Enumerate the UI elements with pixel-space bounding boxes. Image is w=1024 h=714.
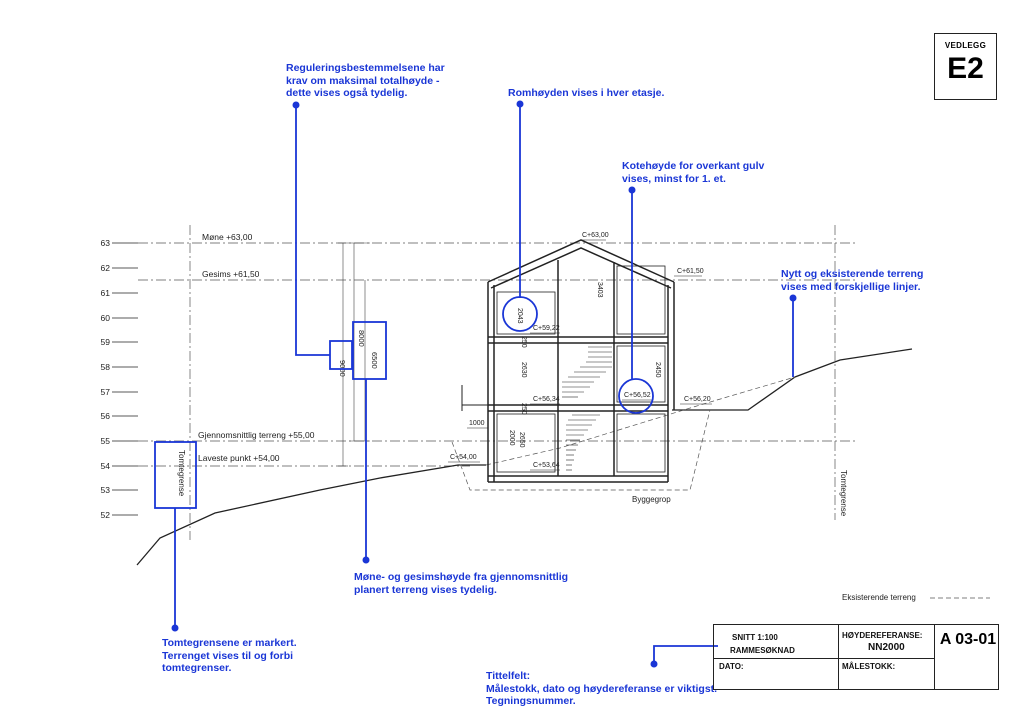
annotation-kotehoyde: Kotehøyde for overkant gulv vises, minst… — [622, 160, 765, 185]
dato-label: DATO: — [719, 662, 744, 671]
level-55: 55 — [101, 436, 111, 446]
level-58: 58 — [101, 362, 111, 372]
vedlegg-code: E2 — [947, 52, 984, 85]
excavation-outline — [451, 409, 711, 491]
hoydereferanse-label: HØYDEREFERANSE: — [842, 631, 923, 640]
eksisterende-terreng-label: Eksisterende terreng — [842, 593, 916, 602]
annotation-romhoyde: Romhøyden vises i hver etasje. — [508, 87, 665, 99]
level-62: 62 — [101, 263, 111, 273]
dim-3403: 3403 — [596, 282, 603, 298]
level-57: 57 — [101, 387, 111, 397]
annotation-tittelfelt: Tittelfelt: Målestokk, dato og høyderefe… — [486, 670, 718, 707]
kote-6150: C+61,50 — [677, 268, 704, 275]
kote-5922: C+59,22 — [533, 325, 560, 332]
malestokk-label: MÅLESTOKK: — [842, 662, 896, 671]
hoydereferanse-value: NN2000 — [868, 642, 905, 653]
dim-2043: 2043 — [516, 308, 523, 324]
dim-8000: 8000 — [357, 330, 366, 347]
byggegrop-label: Byggegrop — [632, 495, 671, 504]
existing-terrain — [136, 464, 486, 566]
kote-6300: C+63,00 — [582, 232, 609, 239]
snitt-label: SNITT 1:100 — [732, 633, 778, 642]
tomtegrense-label-right: Tomtegrense — [839, 470, 848, 517]
level-53: 53 — [101, 485, 111, 495]
tomtegrense-label-left: Tomtegrense — [177, 450, 186, 497]
level-61: 61 — [101, 288, 111, 298]
dim-2450: 2450 — [654, 362, 661, 378]
vedlegg-box: VEDLEGG E2 — [934, 33, 997, 100]
kote-5634: C+56,34 — [533, 396, 560, 403]
level-59: 59 — [101, 337, 111, 347]
title-block: SNITT 1:100 RAMMESØKNAD DATO: HØYDEREFER… — [713, 624, 999, 690]
dim-2650: 2650 — [518, 432, 525, 448]
stair-hatching — [562, 346, 612, 471]
annotation-dots — [171, 100, 797, 668]
annotation-markers — [154, 104, 794, 664]
height-dimensions — [338, 242, 370, 467]
kote-5620: C+56,20 — [684, 396, 711, 403]
level-52: 52 — [101, 510, 111, 520]
level-scale — [112, 242, 138, 516]
rammesoknad-label: RAMMESØKNAD — [730, 646, 795, 655]
level-54: 54 — [101, 461, 111, 471]
mone-label: Møne +63,00 — [202, 232, 253, 242]
gjennomsnitt-label: Gjennomsnittlig terreng +55,00 — [198, 430, 315, 440]
kote-5364: C+53,64 — [533, 462, 560, 469]
existing-terrain-dashed — [485, 376, 796, 466]
dim-6500: 6500 — [370, 352, 379, 369]
dim-250-a: 250 — [520, 336, 527, 348]
dim-2630: 2630 — [520, 362, 527, 378]
vedlegg-label: VEDLEGG — [944, 41, 987, 50]
kote-markers — [448, 239, 712, 471]
level-56: 56 — [101, 411, 111, 421]
reference-lines — [138, 225, 855, 540]
dim-1000: 1000 — [469, 420, 485, 427]
annotation-regulering: Reguleringsbestemmelsene har krav om mak… — [286, 62, 445, 99]
annotation-mone-gesims: Møne- og gesimshøyde fra gjennomsnittlig… — [354, 571, 569, 596]
annotation-tomtegrenser: Tomtegrensene er markert. Terrenget vise… — [162, 637, 297, 674]
drawing-number: A 03-01 — [939, 631, 997, 648]
dim-2000: 2000 — [508, 430, 515, 446]
laveste-label: Laveste punkt +54,00 — [198, 453, 280, 463]
kote-5652: C+56,52 — [624, 392, 651, 399]
level-60: 60 — [101, 313, 111, 323]
annotation-terreng: Nytt og eksisterende terreng vises med f… — [781, 268, 924, 293]
dim-250-b: 250 — [520, 403, 527, 415]
gesims-label: Gesims +61,50 — [202, 269, 260, 279]
kote-5400: C+54,00 — [450, 454, 477, 461]
level-63: 63 — [101, 238, 111, 248]
